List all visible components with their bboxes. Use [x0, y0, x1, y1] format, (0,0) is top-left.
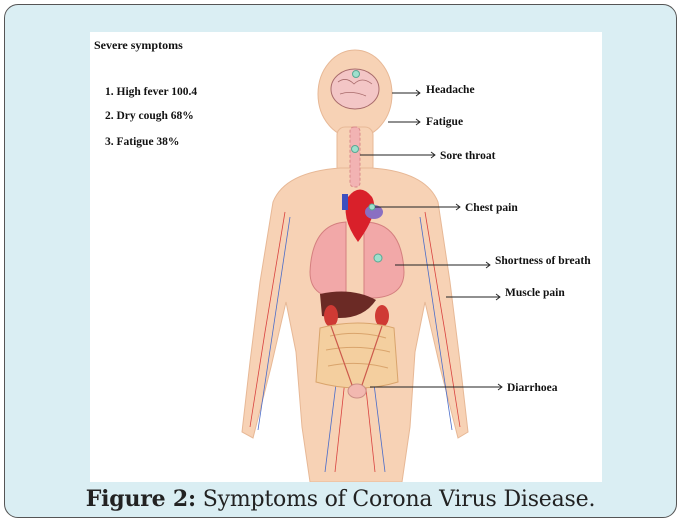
figure-caption: Figure 2: Symptoms of Corona Virus Disea…	[5, 486, 676, 512]
figure-panel: Headache Fatigue Sore throat Chest pain …	[4, 4, 677, 518]
severe-symptom-2: 2. Dry cough 68%	[105, 110, 194, 122]
trachea	[350, 127, 360, 187]
severe-symptom-1: 1. High fever 100.4	[105, 86, 197, 98]
label-muscle-pain: Muscle pain	[505, 287, 565, 299]
severe-symptoms-heading: Severe symptoms	[94, 38, 183, 53]
label-headache: Headache	[426, 84, 475, 96]
bladder	[348, 384, 366, 398]
caption-text: Symptoms of Corona Virus Disease.	[196, 487, 595, 512]
body-illustration: Headache Fatigue Sore throat Chest pain …	[90, 32, 602, 482]
left-kidney	[324, 305, 338, 327]
label-sore-throat: Sore throat	[440, 150, 496, 162]
intestines	[316, 323, 398, 388]
symptoms-diagram: Headache Fatigue Sore throat Chest pain …	[90, 32, 602, 482]
label-shortness-of-breath: Shortness of breath	[495, 255, 591, 267]
right-kidney	[375, 305, 389, 327]
label-diarrhoea: Diarrhoea	[507, 382, 558, 394]
label-fatigue: Fatigue	[426, 116, 463, 128]
label-chest-pain: Chest pain	[465, 202, 518, 214]
severe-symptom-3: 3. Fatigue 38%	[105, 136, 179, 148]
caption-label: Figure 2:	[86, 486, 196, 512]
